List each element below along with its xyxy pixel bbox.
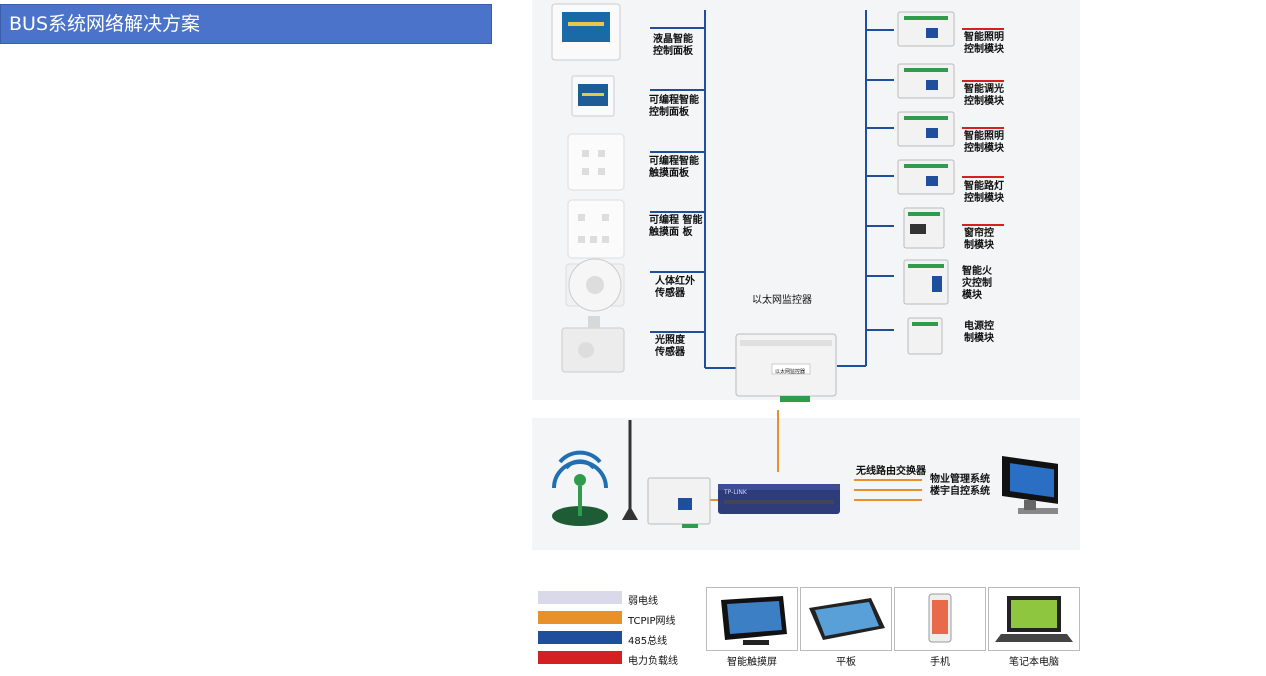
device-label-programmable: 可编程智能 控制面板 [649,95,699,119]
label-line: 楼宇自控系统 [930,486,990,497]
label-line: 窗帘控 [964,228,994,239]
legend-label: 弱电线 [628,596,658,607]
tablet-frame [800,587,892,651]
programmable-panel-image [571,75,615,117]
legend-swatch-power [538,651,622,664]
lux-sensor-image [561,316,625,373]
label-line: 控制模块 [964,96,1004,107]
phone-frame [894,587,986,651]
monitor-label: 以太网监控器 [752,295,812,306]
label-line: 灾控制 [962,278,992,289]
label-line: 人体红外 [655,276,695,287]
label-line: 智能照明 [964,131,1004,142]
module-image [897,63,955,99]
module-label: 智能照明 控制模块 [964,32,1004,56]
router-label: 无线路由交换器 [856,466,926,477]
label-line: 控制面板 [653,46,693,57]
phone-icon [928,593,952,643]
label-line: 可编程 智能 [649,215,703,226]
label-line: 电源控 [964,321,994,332]
label-line: 控制模块 [964,44,1004,55]
network-switch-image [718,484,840,514]
device-label-touch: 可编程智能 触摸面板 [649,156,699,180]
touchscreen-frame [706,587,798,651]
gateway-image [647,477,711,528]
label-line: 光照度 [655,335,685,346]
module-image [903,259,949,305]
label-line: 制模块 [964,240,994,251]
label-line: 智能路灯 [964,181,1004,192]
module-image [897,11,955,47]
label-line: 智能调光 [964,84,1004,95]
label-line: 控制面板 [649,107,689,118]
wireless-icon [552,450,608,526]
label-line: 传感器 [655,347,685,358]
legend-swatch-tcpip [538,611,622,624]
legend-swatch-485 [538,631,622,644]
legend-label: 电力负载线 [628,656,678,667]
label-line: 控制模块 [964,143,1004,154]
label-line: 智能照明 [964,32,1004,43]
terminal-label: 手机 [930,657,950,668]
touch-panel-image [567,199,625,259]
touchscreen-icon [721,596,787,645]
module-label: 智能照明 控制模块 [964,131,1004,155]
page-title: BUS系统网络解决方案 [0,4,492,44]
switch-brand: TP-LINK [724,489,747,496]
touch-panel-image [567,133,625,191]
desktop-computer-image [1002,456,1058,514]
pir-sensor-image [565,258,625,312]
label-line: 传感器 [655,288,685,299]
monitor-screen-text: 以太网监控器 [775,369,806,375]
module-label: 窗帘控 制模块 [964,228,994,252]
system-label: 物业管理系统 楼宇自控系统 [930,474,990,498]
module-image [897,159,955,195]
label-line: 物业管理系统 [930,474,990,485]
module-label: 智能火 灾控制 模块 [962,266,992,302]
label-line: 液晶智能 [653,34,693,45]
terminal-label: 笔记本电脑 [1009,657,1059,668]
label-line: 可编程智能 [649,156,699,167]
label-line: 控制模块 [964,193,1004,204]
terminal-label: 智能触摸屏 [727,657,777,668]
lcd-panel-image [551,3,621,61]
module-image [907,317,943,355]
label-line: 触摸面板 [649,168,689,179]
terminal-label: 平板 [836,657,856,668]
legend-swatch-weak [538,591,622,604]
device-label-touch-2: 可编程 智能 触摸面 板 [649,215,702,239]
legend-label: TCPIP网线 [628,616,676,627]
device-label-lux: 光照度 传感器 [655,335,685,359]
label-line: 制模块 [964,333,994,344]
laptop-frame [988,587,1080,651]
label-line: 智能火 [962,266,992,277]
module-image [897,111,955,147]
legend-label: 485总线 [628,636,668,647]
laptop-icon [995,596,1073,642]
module-image [903,207,945,249]
network-diagram: 液晶智能 控制面板 可编程智能 控制面板 可编程智能 触摸面板 可编程 智能 触… [532,0,1092,676]
label-line: 触摸面 板 [649,227,693,238]
device-label-pir: 人体红外 传感器 [655,276,695,300]
module-label: 电源控 制模块 [964,321,994,345]
module-label: 智能路灯 控制模块 [964,181,1004,205]
device-label-lcd: 液晶智能 控制面板 [653,34,693,58]
module-label: 智能调光 控制模块 [964,84,1004,108]
diagram-canvas [532,0,1080,550]
antenna-image [622,420,638,520]
ethernet-monitor-image [735,333,837,402]
label-line: 可编程智能 [649,95,699,106]
label-line: 模块 [962,290,982,301]
tablet-icon [809,598,885,640]
